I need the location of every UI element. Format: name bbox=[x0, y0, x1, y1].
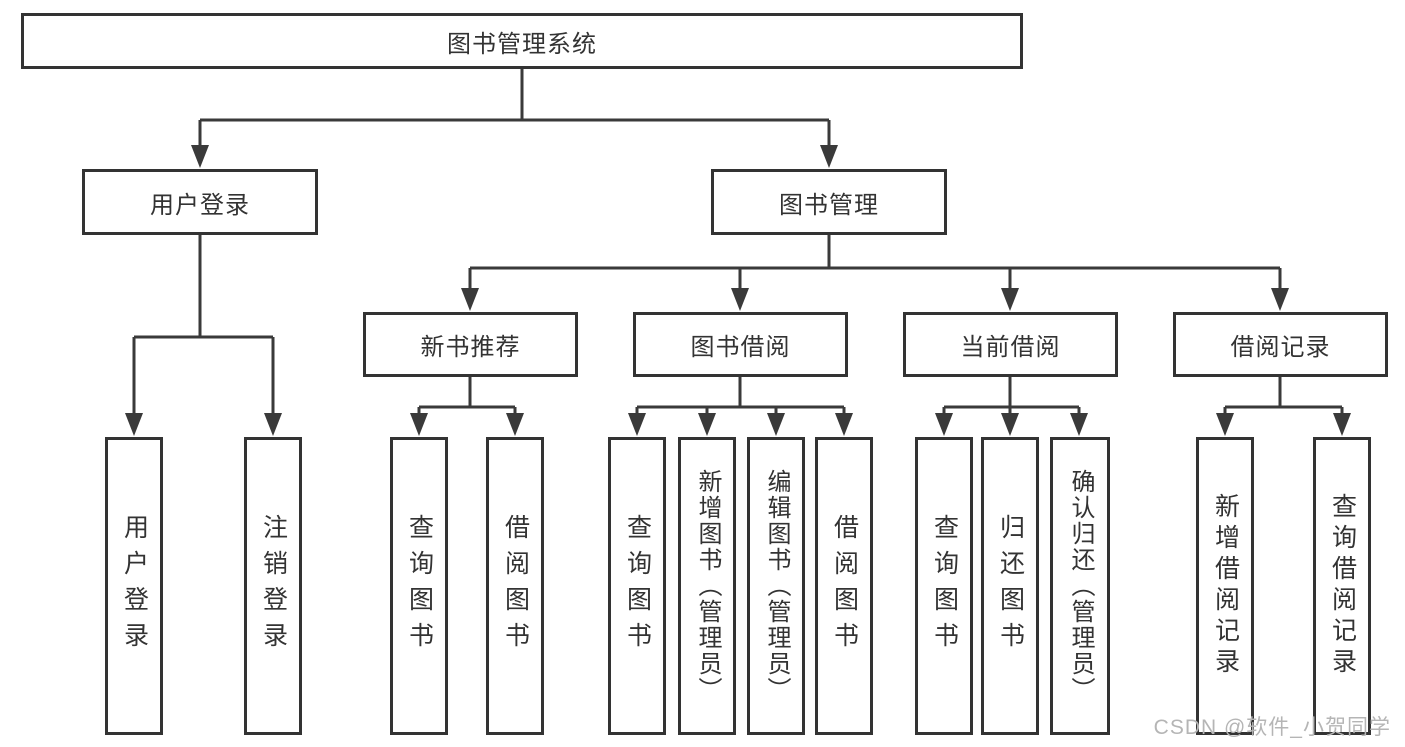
node-library-management-system: 图书管理系统 bbox=[21, 13, 1023, 69]
leaf-borrowing-add-books-admin: 新增图书（管理员） bbox=[678, 437, 736, 735]
node-label: 注销登录 bbox=[259, 514, 288, 658]
node-book-management: 图书管理 bbox=[711, 169, 947, 235]
leaf-current-query-books: 查询图书 bbox=[915, 437, 973, 735]
node-borrowing-records: 借阅记录 bbox=[1173, 312, 1388, 377]
node-label: 确认归还（管理员） bbox=[1067, 469, 1094, 703]
node-user-login: 用户登录 bbox=[82, 169, 318, 235]
node-label: 查询图书 bbox=[405, 514, 434, 658]
node-new-book-recommendation: 新书推荐 bbox=[363, 312, 578, 377]
leaf-borrowing-borrow-books: 借阅图书 bbox=[815, 437, 873, 735]
leaf-records-add-borrow-record: 新增借阅记录 bbox=[1196, 437, 1254, 735]
leaf-newbook-borrow-books: 借阅图书 bbox=[486, 437, 544, 735]
node-label: 借阅图书 bbox=[830, 514, 859, 658]
leaf-user-login: 用户登录 bbox=[105, 437, 163, 735]
node-label: 新增借阅记录 bbox=[1211, 493, 1240, 679]
node-label: 查询借阅记录 bbox=[1328, 493, 1357, 679]
node-label: 借阅记录 bbox=[1230, 334, 1331, 361]
node-label: 归还图书 bbox=[996, 514, 1025, 658]
leaf-records-query-borrow-record: 查询借阅记录 bbox=[1313, 437, 1371, 735]
node-label: 新书推荐 bbox=[420, 334, 521, 361]
node-label: 查询图书 bbox=[930, 514, 959, 658]
leaf-current-return-books: 归还图书 bbox=[981, 437, 1039, 735]
node-label: 查询图书 bbox=[623, 514, 652, 658]
node-label: 编辑图书（管理员） bbox=[763, 469, 790, 703]
node-label: 用户登录 bbox=[150, 191, 250, 219]
node-label: 新增图书（管理员） bbox=[694, 469, 721, 703]
node-label: 图书管理系统 bbox=[447, 30, 597, 58]
leaf-logout: 注销登录 bbox=[244, 437, 302, 735]
leaf-borrowing-query-books: 查询图书 bbox=[608, 437, 666, 735]
leaf-current-confirm-return-admin: 确认归还（管理员） bbox=[1050, 437, 1110, 735]
csdn-watermark: CSDN @软件_小贺同学 bbox=[1153, 716, 1391, 739]
node-label: 当前借阅 bbox=[960, 334, 1061, 361]
node-label: 用户登录 bbox=[120, 514, 149, 658]
node-label: 借阅图书 bbox=[501, 514, 530, 658]
node-label: 图书管理 bbox=[779, 191, 879, 219]
node-book-borrowing: 图书借阅 bbox=[633, 312, 848, 377]
leaf-newbook-query-books: 查询图书 bbox=[390, 437, 448, 735]
node-label: 图书借阅 bbox=[690, 334, 791, 361]
node-current-borrowing: 当前借阅 bbox=[903, 312, 1118, 377]
leaf-borrowing-edit-books-admin: 编辑图书（管理员） bbox=[747, 437, 805, 735]
